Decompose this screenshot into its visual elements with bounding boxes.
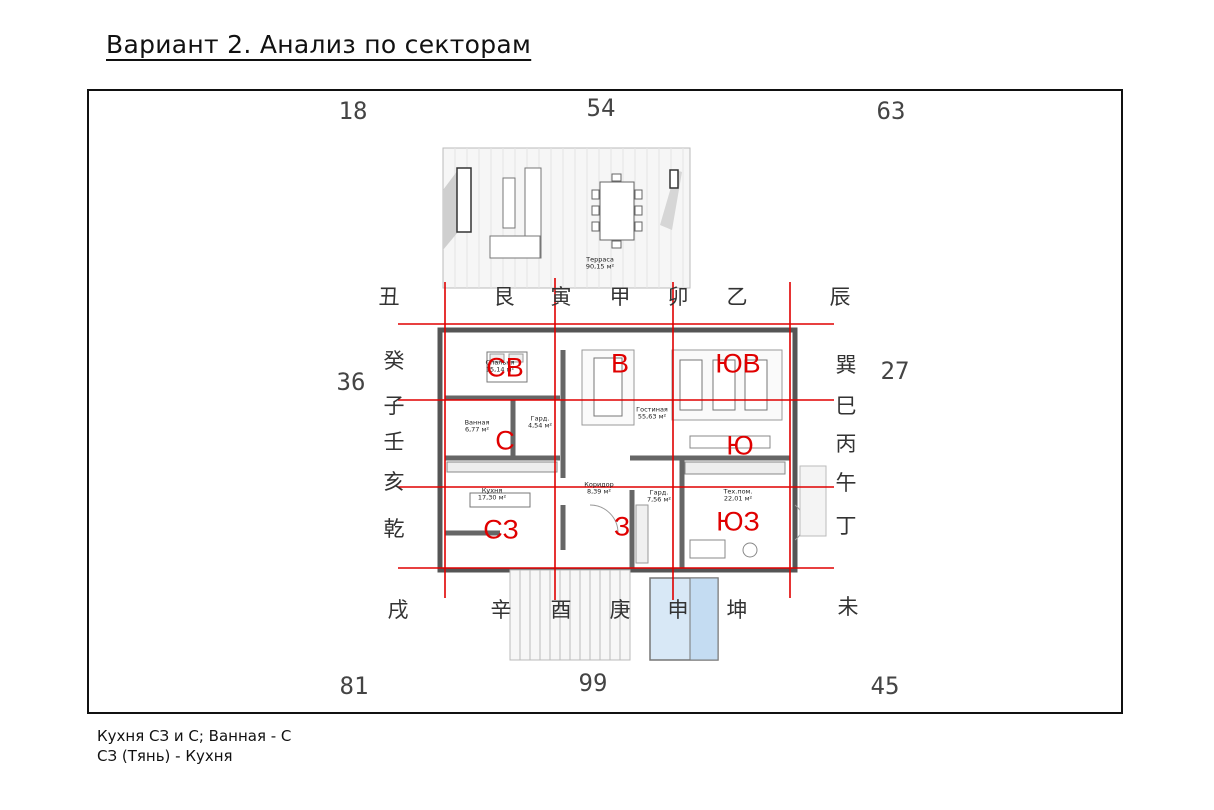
note-line-2: СЗ (Тянь) - Кухня [97, 747, 233, 765]
hanzi-bottom-6: 坤 [726, 598, 748, 622]
hanzi-top-4: 甲 [609, 285, 631, 309]
diagram-frame [87, 89, 1123, 714]
hanzi-bottom-4: 庚 [609, 598, 631, 622]
terrace [442, 147, 691, 289]
sector-label-east: В [610, 348, 630, 379]
room-tech: Тех.пом.22,01 м² [723, 487, 753, 503]
number-bottom-left: 81 [339, 672, 369, 700]
hanzi-right-5: 丁 [835, 514, 857, 538]
hanzi-bottom-2: 辛 [490, 598, 512, 622]
sector-grid [398, 278, 834, 600]
number-bottom-right: 45 [870, 672, 900, 700]
hanzi-left-2: 子 [383, 394, 405, 418]
house-plan [437, 327, 827, 661]
hanzi-left-4: 亥 [383, 470, 405, 494]
number-bottom-center: 99 [578, 669, 608, 697]
sector-label-south: Ю [726, 430, 754, 461]
hanzi-top-5: 卯 [667, 285, 689, 309]
sector-label-west: З [613, 511, 631, 542]
hanzi-bottom-1: 戌 [387, 598, 409, 622]
hanzi-top-3: 寅 [550, 285, 572, 309]
hanzi-bottom-3: 酉 [550, 598, 572, 622]
number-mid-right: 27 [880, 357, 910, 385]
sector-label-southwest: ЮЗ [716, 506, 760, 537]
hanzi-top-2: 艮 [493, 285, 515, 309]
sector-label-southeast: ЮВ [715, 348, 761, 379]
hanzi-bottom-5: 申 [667, 598, 689, 622]
hanzi-top-7: 辰 [829, 285, 851, 309]
hanzi-right-1: 巽 [835, 353, 857, 377]
hanzi-right-4: 午 [835, 471, 857, 495]
hanzi-right-3: 丙 [835, 432, 857, 456]
hanzi-bottom-7: 未 [837, 595, 859, 619]
hanzi-left-3: 壬 [383, 430, 405, 454]
number-mid-left: 36 [336, 368, 366, 396]
sector-label-northwest: СЗ [483, 514, 519, 545]
room-wardrobe-2: Гард.7,56 м² [646, 488, 672, 504]
hanzi-top-6: 乙 [726, 285, 748, 309]
page-title: Вариант 2. Анализ по секторам [106, 30, 532, 59]
sector-label-north: С [495, 425, 515, 456]
number-top-left: 18 [338, 97, 368, 125]
hanzi-top-1: 丑 [378, 285, 400, 309]
sector-label-nw-ne: СВ [486, 352, 524, 383]
note-line-1: Кухня СЗ и С; Ванная - С [97, 727, 292, 745]
hanzi-left-1: 癸 [383, 349, 405, 373]
number-top-center: 54 [586, 94, 616, 122]
room-wardrobe-1: Гард.4,54 м² [527, 414, 553, 430]
notes: Кухня СЗ и С; Ванная - С СЗ (Тянь) - Кух… [97, 726, 291, 766]
hanzi-left-5: 乾 [383, 517, 405, 541]
number-top-right: 63 [876, 97, 906, 125]
hanzi-right-2: 巳 [835, 394, 857, 418]
